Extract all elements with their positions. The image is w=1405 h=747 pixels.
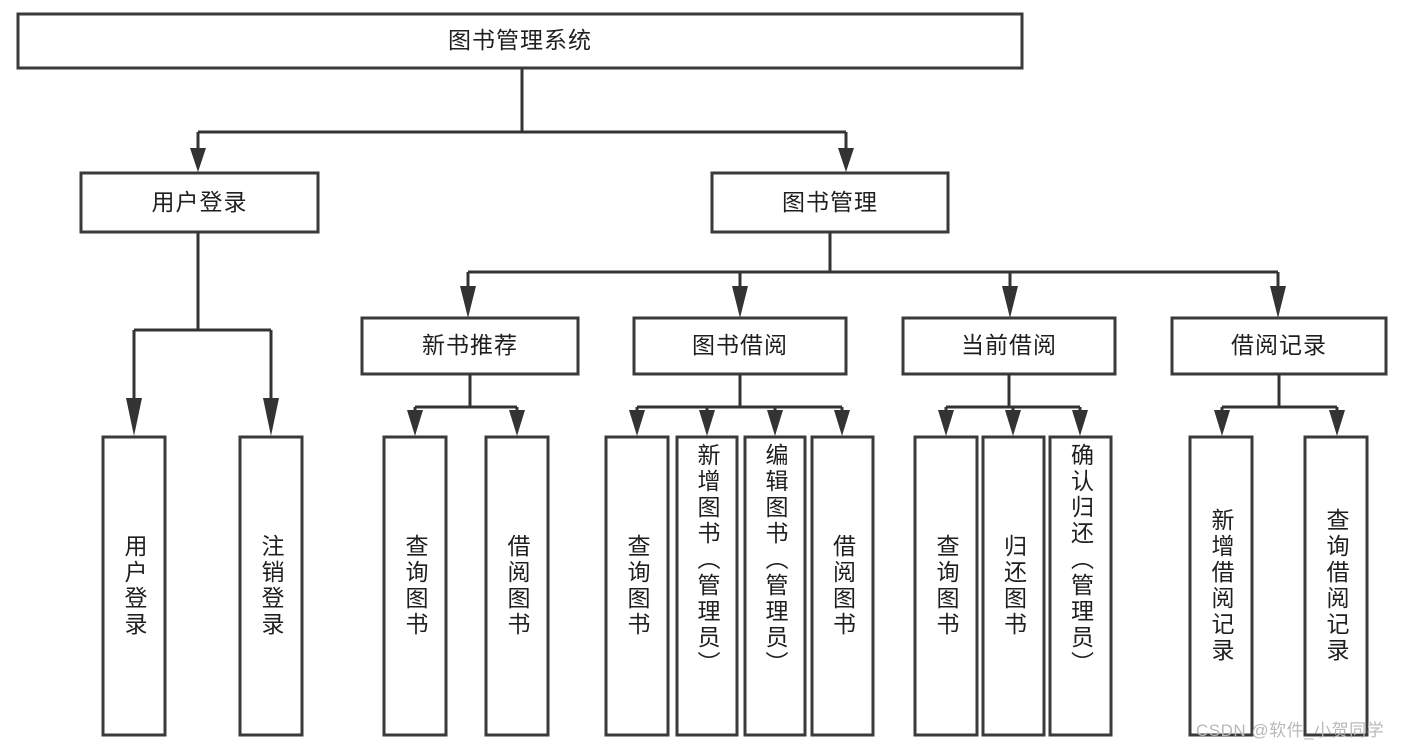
leaf-label-add-book: 新增图书（管理员）	[694, 443, 721, 677]
leaf-label-add-record: 新增借阅记录	[1208, 508, 1235, 664]
node-new-book-recommend-box[interactable]	[360, 316, 580, 376]
leaf-box-confirm-return[interactable]	[1048, 435, 1113, 737]
leaf-box-add-record[interactable]	[1188, 435, 1254, 737]
leaf-box-query-book-3[interactable]	[913, 435, 979, 737]
node-book-manage-label: 图书管理	[782, 188, 878, 215]
leaf-label-confirm-return: 确认归还（管理员）	[1067, 443, 1094, 677]
arrowheads-level3	[460, 286, 1286, 318]
leaf-box-logout[interactable]	[238, 435, 304, 737]
arrowheads-book-borrow-leaves	[629, 410, 850, 436]
leaf-label-edit-book: 编辑图书（管理员）	[762, 443, 789, 677]
leaf-box-borrow-book-1[interactable]	[484, 435, 550, 737]
connector-root-to-level2	[196, 68, 848, 162]
node-root-box[interactable]	[16, 12, 1024, 70]
leaf-label-logout: 注销登录	[258, 534, 285, 638]
node-user-login-label: 用户登录	[151, 188, 248, 215]
leaf-box-query-record[interactable]	[1303, 435, 1369, 737]
leaf-label-query-record: 查询借阅记录	[1323, 508, 1350, 664]
leaf-box-query-book-2[interactable]	[604, 435, 670, 737]
connector-new-book-recommend-to-leaves	[413, 374, 519, 416]
connector-current-borrow-to-leaves	[944, 374, 1082, 416]
arrowheads-current-borrow-leaves	[938, 410, 1088, 436]
arrowheads-borrow-record-leaves	[1214, 410, 1345, 436]
connector-book-borrow-to-leaves	[635, 374, 844, 416]
csdn-watermark: CSDN @软件_小贺同学	[1196, 721, 1385, 740]
node-user-login-box[interactable]	[79, 171, 320, 234]
node-borrow-record-label: 借阅记录	[1231, 332, 1327, 359]
leaf-label-query-book-1: 查询图书	[402, 534, 429, 638]
connector-borrow-record-to-leaves	[1220, 374, 1339, 416]
leaf-label-borrow-book-2: 借阅图书	[829, 534, 856, 638]
arrowheads-root-to-level2	[190, 148, 854, 172]
leaf-label-query-book-3: 查询图书	[933, 534, 960, 638]
node-root-label: 图书管理系统	[448, 27, 592, 54]
leaf-box-return-book[interactable]	[981, 435, 1046, 737]
leaf-box-edit-book[interactable]	[743, 435, 807, 737]
leaf-box-borrow-book-2[interactable]	[810, 435, 875, 737]
leaf-label-user-login: 用户登录	[121, 534, 148, 638]
node-book-borrow-box[interactable]	[632, 316, 848, 376]
node-book-borrow-label: 图书借阅	[692, 332, 788, 359]
node-current-borrow-label: 当前借阅	[961, 332, 1057, 359]
leaf-label-query-book-2: 查询图书	[624, 534, 651, 638]
leaf-label-borrow-book-1: 借阅图书	[504, 534, 531, 638]
node-current-borrow-box[interactable]	[901, 316, 1117, 376]
connector-user-login-to-leaves	[132, 232, 273, 400]
leaf-box-query-book-1[interactable]	[382, 435, 448, 737]
connector-book-manage-to-level3	[466, 232, 1280, 300]
leaf-label-return-book: 归还图书	[1000, 534, 1027, 638]
arrowheads-new-book-leaves	[407, 410, 525, 436]
node-new-book-recommend-label: 新书推荐	[422, 332, 518, 359]
arrowheads-user-login-leaves	[126, 398, 279, 436]
leaf-box-add-book[interactable]	[675, 435, 739, 737]
node-book-manage-box[interactable]	[710, 171, 950, 234]
leaf-box-user-login[interactable]	[101, 435, 167, 737]
